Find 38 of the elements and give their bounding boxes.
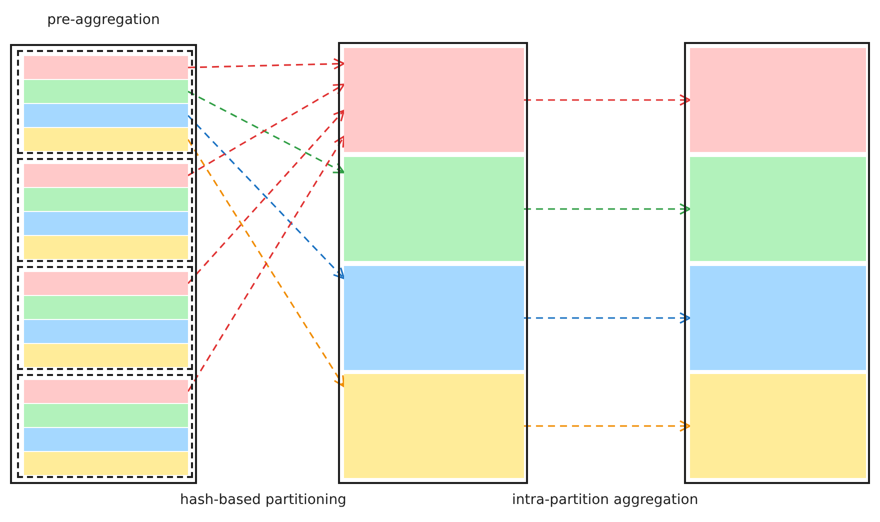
batch-frame [17,158,193,262]
batch-frame [17,374,193,478]
section-heading: pre-aggregation [46,11,161,30]
batch-frame [17,266,193,370]
record-stripe [24,236,188,259]
partition-block [344,374,524,478]
record-stripe [24,104,188,127]
arrow [524,94,691,106]
record-stripe [24,164,188,187]
record-stripe [24,272,188,295]
partition-block [344,266,524,370]
partition-block [690,48,866,152]
container-frame [338,42,528,484]
partition-block [690,374,866,478]
record-stripe [24,380,188,403]
record-stripe [24,320,188,343]
step-label: intra-partition aggregation [512,492,698,508]
arrow [524,312,691,324]
arrow [524,420,691,432]
arrow [188,58,345,70]
record-stripe [24,296,188,319]
record-stripe [24,452,188,475]
record-stripe [24,428,188,451]
arrow [524,203,691,215]
record-stripe [24,212,188,235]
container-frame [684,42,870,484]
partition-block [344,48,524,152]
record-stripe [24,128,188,151]
record-stripe [24,56,188,79]
record-stripe [24,188,188,211]
record-stripe [24,80,188,103]
record-stripe [24,404,188,427]
partition-block [344,157,524,261]
partition-block [690,266,866,370]
record-stripe [24,344,188,367]
partition-block [690,157,866,261]
batch-frame [17,50,193,154]
step-label: hash-based partitioning [180,492,346,508]
